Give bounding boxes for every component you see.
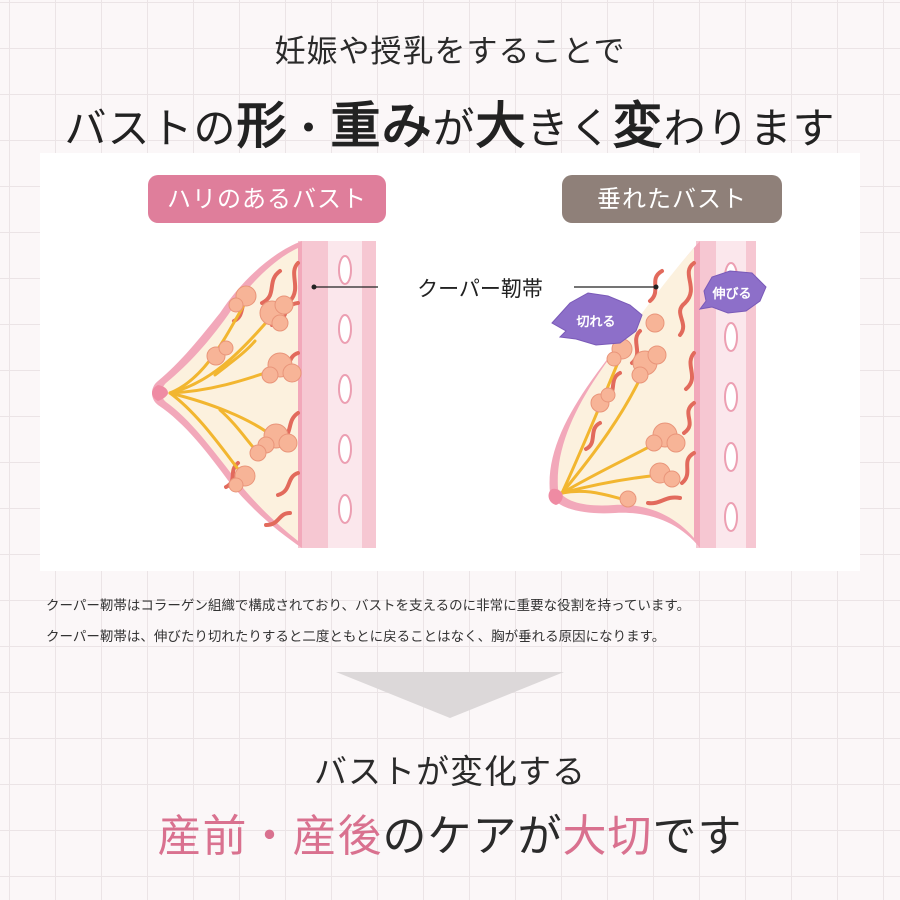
heading-part: わります <box>663 104 836 153</box>
heading-part: ・ <box>287 104 331 153</box>
conclusion-dot: ・ <box>247 811 293 862</box>
conclusion-line1: バストが変化する <box>314 752 586 791</box>
heading-part: バストの <box>64 104 237 153</box>
description-line1: クーパー靭帯はコラーゲン組織で構成されており、バストを支えるのに非常に重要な役割… <box>46 598 691 614</box>
conclusion-emphasis: 産前 <box>157 811 248 862</box>
conclusion-line2: 産前・産後のケアが大切です <box>0 800 900 864</box>
heading-emphasis: 形 <box>236 96 288 155</box>
down-arrow-icon <box>336 672 564 718</box>
conclusion-emphasis: 大切 <box>562 811 653 862</box>
conclusion-emphasis: 産後 <box>292 811 383 862</box>
torn-tag-label: 切れる <box>576 315 616 330</box>
torn-tag-shape <box>551 292 643 346</box>
heading-line2: バストの形・重みが大きく変わります <box>0 86 900 158</box>
sagging-bust-diagram <box>548 241 756 548</box>
heading-part: が <box>432 104 476 153</box>
illustration-panel: ハリのあるバスト 垂れたバスト クーパー靭帯 切れる 伸びる <box>40 153 860 571</box>
heading-emphasis: 重み <box>330 96 433 155</box>
conclusion-part: です <box>652 811 743 862</box>
conclusion-part: のケアが <box>382 811 563 862</box>
heading-emphasis: 変 <box>612 96 664 155</box>
heading-emphasis: 大 <box>475 96 527 155</box>
firm-bust-diagram <box>152 241 376 548</box>
stretch-tag-label: 伸びる <box>712 287 752 302</box>
firm-bust-label: ハリのあるバスト <box>148 175 386 223</box>
sagging-bust-label: 垂れたバスト <box>562 175 782 223</box>
heading-part: きく <box>526 104 613 153</box>
description-line2: クーパー靭帯は、伸びたり切れたりすると二度ともとに戻ることはなく、胸が垂れる原因… <box>46 629 666 645</box>
bust-illustration <box>152 241 767 548</box>
heading-line1: 妊娠や授乳をすることで <box>274 34 626 70</box>
ligament-label: クーパー靭帯 <box>417 277 543 301</box>
stretch-tag-shape <box>698 270 767 314</box>
